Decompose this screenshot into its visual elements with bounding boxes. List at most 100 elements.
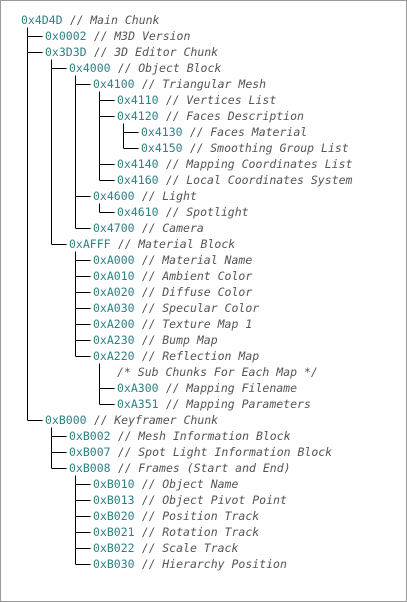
comment-marker: // bbox=[110, 429, 139, 443]
tree-node: 0x4610 // Spotlight bbox=[117, 204, 249, 220]
comment-marker: // bbox=[158, 109, 187, 123]
chunk-id: 0x4150 bbox=[141, 141, 183, 155]
tree-node: 0xA220 // Reflection Map bbox=[93, 348, 259, 364]
tree-node: 0x4110 // Vertices List bbox=[117, 92, 276, 108]
chunk-id: 0xA010 bbox=[93, 269, 135, 283]
chunk-description: Main Chunk bbox=[90, 13, 160, 27]
chunk-id: 0xAFFF bbox=[69, 237, 111, 251]
chunk-id: 0x4610 bbox=[117, 205, 159, 219]
chunk-id: 0x4160 bbox=[117, 173, 159, 187]
chunk-description: Smoothing Group List bbox=[210, 141, 349, 155]
chunk-id: 0x4100 bbox=[93, 77, 135, 91]
chunk-description: Faces Description bbox=[186, 109, 304, 123]
tree-node: 0x4120 // Faces Description bbox=[117, 108, 304, 124]
tree-node: 0xB020 // Position Track bbox=[93, 508, 259, 524]
comment-marker: // bbox=[158, 93, 187, 107]
comment-marker: // bbox=[86, 413, 115, 427]
chunk-description: Vertices List bbox=[186, 93, 277, 107]
chunk-description: Material Name bbox=[162, 253, 253, 267]
chunk-description: Position Track bbox=[162, 509, 260, 523]
comment-marker: // bbox=[134, 541, 163, 555]
comment-marker: // bbox=[134, 509, 163, 523]
chunk-description: Spot Light Information Block bbox=[138, 445, 333, 459]
comment-text: /* Sub Chunks For Each Map */ bbox=[117, 365, 318, 379]
chunk-description: M3D Version bbox=[114, 29, 191, 43]
chunk-description: Mapping Parameters bbox=[186, 397, 311, 411]
tree-node: 0x4100 // Triangular Mesh bbox=[93, 76, 266, 92]
comment-marker: // bbox=[134, 189, 163, 203]
tree-node: 0xB022 // Scale Track bbox=[93, 540, 238, 556]
chunk-description: Triangular Mesh bbox=[162, 77, 267, 91]
tree-node: 0xAFFF // Material Block bbox=[69, 236, 235, 252]
chunk-id: 0xA030 bbox=[93, 301, 135, 315]
chunk-id: 0x0002 bbox=[45, 29, 87, 43]
comment-marker: // bbox=[110, 237, 139, 251]
comment-marker: // bbox=[134, 477, 163, 491]
tree-node: 0xB002 // Mesh Information Block bbox=[69, 428, 291, 444]
chunk-id: 0x4110 bbox=[117, 93, 159, 107]
chunk-id: 0x4700 bbox=[93, 221, 135, 235]
chunk-description: Diffuse Color bbox=[162, 285, 253, 299]
chunk-description: Camera bbox=[162, 221, 204, 235]
comment-marker: // bbox=[134, 221, 163, 235]
chunk-description: Spotlight bbox=[186, 205, 249, 219]
tree-node: 0xA000 // Material Name bbox=[93, 252, 252, 268]
comment-marker: // bbox=[110, 61, 139, 75]
tree-node: 0x4130 // Faces Material bbox=[141, 124, 307, 140]
chunk-description: Mesh Information Block bbox=[138, 429, 291, 443]
tree-node: 0xB007 // Spot Light Information Block bbox=[69, 444, 332, 460]
chunk-id: 0xA200 bbox=[93, 317, 135, 331]
chunk-description: Specular Color bbox=[162, 301, 260, 315]
comment-marker: // bbox=[158, 205, 187, 219]
comment-marker: // bbox=[158, 397, 187, 411]
tree-node: 0xA200 // Texture Map 1 bbox=[93, 316, 252, 332]
chunk-id: 0xB030 bbox=[93, 557, 135, 571]
chunk-description: Object Block bbox=[138, 61, 222, 75]
comment-marker: // bbox=[134, 525, 163, 539]
chunk-description: Frames (Start and End) bbox=[138, 461, 291, 475]
chunk-description: Mapping Filename bbox=[186, 381, 298, 395]
comment-marker: // bbox=[134, 285, 163, 299]
tree-node: 0xA351 // Mapping Parameters bbox=[117, 396, 311, 412]
chunk-id: 0xA220 bbox=[93, 349, 135, 363]
comment-marker: // bbox=[134, 253, 163, 267]
comment-marker: // bbox=[134, 349, 163, 363]
comment-marker: // bbox=[62, 13, 91, 27]
tree-node: 0x0002 // M3D Version bbox=[45, 28, 190, 44]
chunk-description: Ambient Color bbox=[162, 269, 253, 283]
chunk-id: 0x4140 bbox=[117, 157, 159, 171]
chunk-description: Rotation Track bbox=[162, 525, 260, 539]
comment-marker: // bbox=[134, 269, 163, 283]
chunk-id: 0xA300 bbox=[117, 381, 159, 395]
tree-node: 0x4700 // Camera bbox=[93, 220, 204, 236]
chunk-id: 0xB007 bbox=[69, 445, 111, 459]
tree-node: 0xA020 // Diffuse Color bbox=[93, 284, 252, 300]
chunk-description: Local Coordinates System bbox=[186, 173, 353, 187]
chunk-id: 0xB010 bbox=[93, 477, 135, 491]
tree-node: 0xA230 // Bump Map bbox=[93, 332, 218, 348]
comment-marker: // bbox=[86, 45, 115, 59]
tree-node: 0x4140 // Mapping Coordinates List bbox=[117, 156, 352, 172]
chunk-description: Scale Track bbox=[162, 541, 239, 555]
chunk-id: 0x4000 bbox=[69, 61, 111, 75]
chunk-id: 0x4D4D bbox=[21, 13, 63, 27]
chunk-description: Light bbox=[162, 189, 197, 203]
tree-node: 0xB013 // Object Pivot Point bbox=[93, 492, 287, 508]
comment-marker: // bbox=[182, 141, 211, 155]
chunk-id: 0x4120 bbox=[117, 109, 159, 123]
chunk-description: Bump Map bbox=[162, 333, 218, 347]
comment-marker: // bbox=[134, 333, 163, 347]
tree-node: 0xB021 // Rotation Track bbox=[93, 524, 259, 540]
tree-node: 0x4150 // Smoothing Group List bbox=[141, 140, 349, 156]
chunk-id: 0xB000 bbox=[45, 413, 87, 427]
chunk-description: Material Block bbox=[138, 237, 236, 251]
tree-node: 0x4600 // Light bbox=[93, 188, 197, 204]
comment-marker: // bbox=[134, 301, 163, 315]
chunk-description: Keyframer Chunk bbox=[114, 413, 219, 427]
comment-marker: // bbox=[134, 493, 163, 507]
chunk-description: Object Name bbox=[162, 477, 239, 491]
comment-marker: // bbox=[134, 557, 163, 571]
